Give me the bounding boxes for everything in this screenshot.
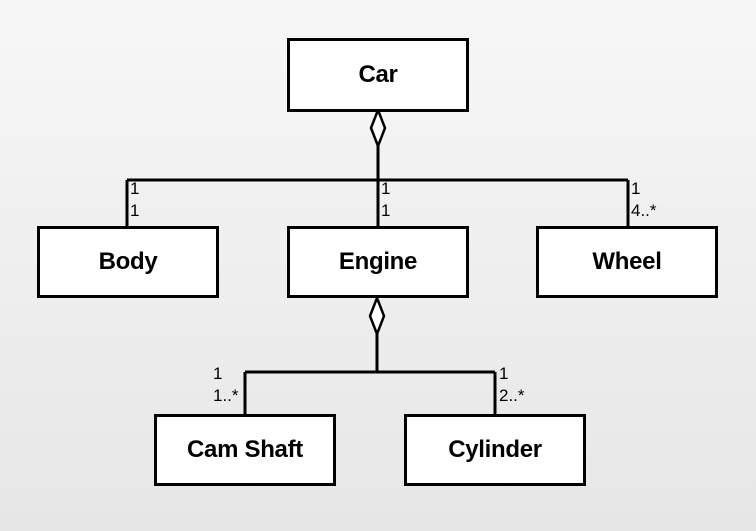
multiplicity-label: 1: [381, 201, 391, 220]
class-camshaft[interactable]: Cam Shaft: [154, 414, 336, 486]
multiplicity-label: 1: [130, 179, 140, 198]
engine-aggregation-diamond-icon: [368, 294, 386, 338]
multiplicity-label: 1: [499, 364, 509, 383]
class-wheel[interactable]: Wheel: [536, 226, 718, 298]
class-car[interactable]: Car: [287, 38, 469, 112]
class-body[interactable]: Body: [37, 226, 219, 298]
multiplicity-label: 1: [631, 179, 641, 198]
multiplicity-label: 1: [213, 364, 223, 383]
class-engine[interactable]: Engine: [287, 226, 469, 298]
multiplicity-label: 4..*: [631, 201, 657, 220]
multiplicity-label: 1: [130, 201, 140, 220]
class-cylinder[interactable]: Cylinder: [404, 414, 586, 486]
multiplicity-label: 1..*: [213, 386, 239, 405]
multiplicity-label: 1: [381, 179, 391, 198]
multiplicity-label: 2..*: [499, 386, 525, 405]
car-aggregation-diamond-icon: [369, 106, 387, 150]
